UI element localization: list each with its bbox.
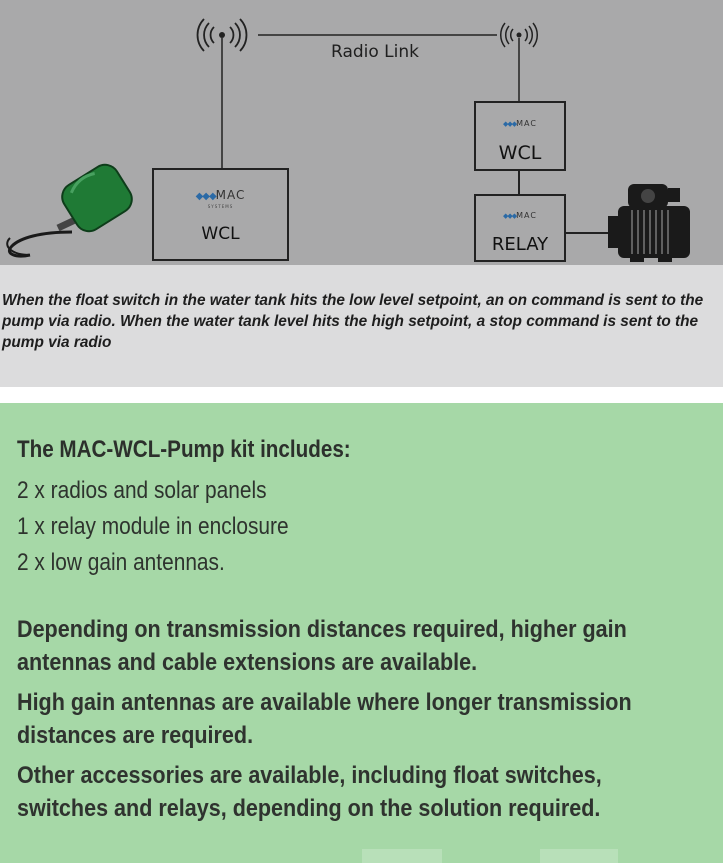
mac-logo: ◆◆◆MAC xyxy=(195,188,246,202)
relay-module: ◆◆◆MAC RELAY xyxy=(474,194,566,262)
radio-link-label: Radio Link xyxy=(331,42,419,62)
wcl-label: WCL xyxy=(498,142,542,164)
accessory-notes: Depending on transmission distances requ… xyxy=(17,613,723,832)
float-switch-icon xyxy=(6,163,133,258)
antenna-icon xyxy=(499,22,539,103)
kit-item: 2 x low gain antennas. xyxy=(17,549,225,576)
section-divider xyxy=(0,387,723,403)
mac-logo-text: MAC xyxy=(516,119,537,128)
system-diagram: Radio Link ◆◆◆MAC SYSTEMS WCL ◆◆◆MAC WCL… xyxy=(0,0,723,265)
diagram-drawing xyxy=(6,18,690,262)
wcl-label: WCL xyxy=(201,224,240,244)
antenna-icon xyxy=(196,18,248,170)
note-paragraph: Other accessories are available, includi… xyxy=(17,762,602,822)
diagram-caption: When the float switch in the water tank … xyxy=(0,265,723,387)
note-paragraph: Depending on transmission distances requ… xyxy=(17,616,627,676)
note-paragraph: High gain antennas are available where l… xyxy=(17,689,632,749)
wcl-module-right: ◆◆◆MAC WCL xyxy=(474,101,566,171)
bottom-tab xyxy=(362,849,442,863)
mac-logo-text: MAC xyxy=(215,188,246,202)
mac-logo-subtext: SYSTEMS xyxy=(207,204,234,209)
pump-icon xyxy=(608,184,690,262)
relay-label: RELAY xyxy=(491,234,549,255)
bottom-tab xyxy=(540,849,618,863)
mac-logo: ◆◆◆MAC xyxy=(503,119,537,128)
mac-logo-text: MAC xyxy=(516,211,537,220)
kit-heading: The MAC-WCL-Pump kit includes: xyxy=(17,436,351,463)
caption-text: When the float switch in the water tank … xyxy=(2,292,704,351)
kit-info-panel: The MAC-WCL-Pump kit includes: 2 x radio… xyxy=(0,403,723,863)
kit-item: 1 x relay module in enclosure xyxy=(17,513,289,540)
mac-logo: ◆◆◆MAC xyxy=(503,211,537,220)
wcl-module-left: ◆◆◆MAC SYSTEMS WCL xyxy=(152,168,289,261)
kit-items-list: 2 x radios and solar panels 1 x relay mo… xyxy=(17,473,329,581)
kit-item: 2 x radios and solar panels xyxy=(17,477,267,504)
